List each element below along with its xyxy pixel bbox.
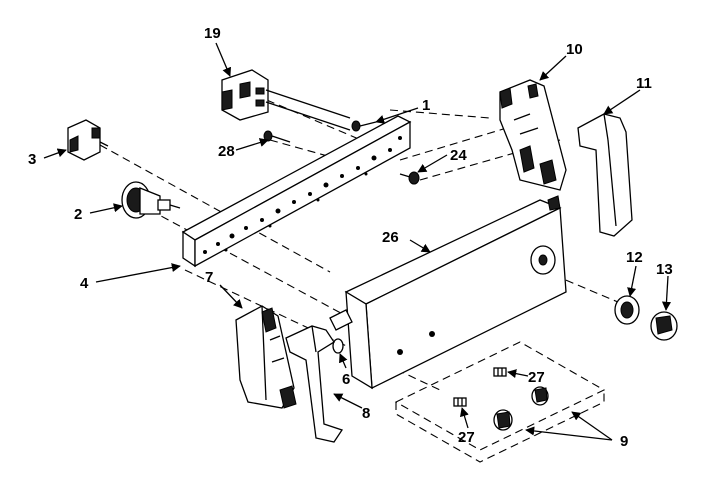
callout-11: 11 [636,75,652,92]
callout-6: 6 [342,371,350,388]
callout-1: 1 [422,97,430,114]
part-13-knob [650,311,678,341]
callout-2: 2 [74,206,82,223]
callout-9: 9 [620,433,628,450]
callout-24: 24 [450,147,467,164]
part-11-end-cap [577,113,633,237]
callout-10: 10 [566,41,583,58]
part-2-rotary-switch [121,181,181,219]
part-27-spring-b [453,397,467,407]
part-26-console-panel [329,195,567,390]
callout-26: 26 [382,229,399,246]
callout-13: 13 [656,261,673,278]
callout-28: 28 [218,143,235,160]
leader-lines [43,42,672,441]
callout-4: 4 [80,275,89,292]
part-6-clip [332,338,344,354]
callout-7: 7 [205,269,213,286]
part-10-end-bracket [499,79,567,191]
callout-12: 12 [626,249,643,266]
part-9-knob-kit [394,341,606,463]
part-19-switch [221,69,351,131]
part-12-knob-skirt [614,295,640,325]
part-7-end-bracket [235,305,297,409]
callout-19: 19 [204,25,221,42]
part-24-screw [399,171,420,185]
callout-27-lower: 27 [458,429,475,446]
part-1-screw [351,120,377,132]
callout-3: 3 [28,151,36,168]
part-3-switch [67,119,109,161]
part-27-spring-a [493,367,507,377]
callout-labels: 19 1 3 28 24 10 11 2 26 4 7 12 13 6 8 27… [28,25,673,450]
callout-8: 8 [362,405,370,422]
callout-27-upper: 27 [528,369,545,386]
part-8-end-cap [285,325,344,443]
part-4-mounting-bracket [181,115,412,268]
